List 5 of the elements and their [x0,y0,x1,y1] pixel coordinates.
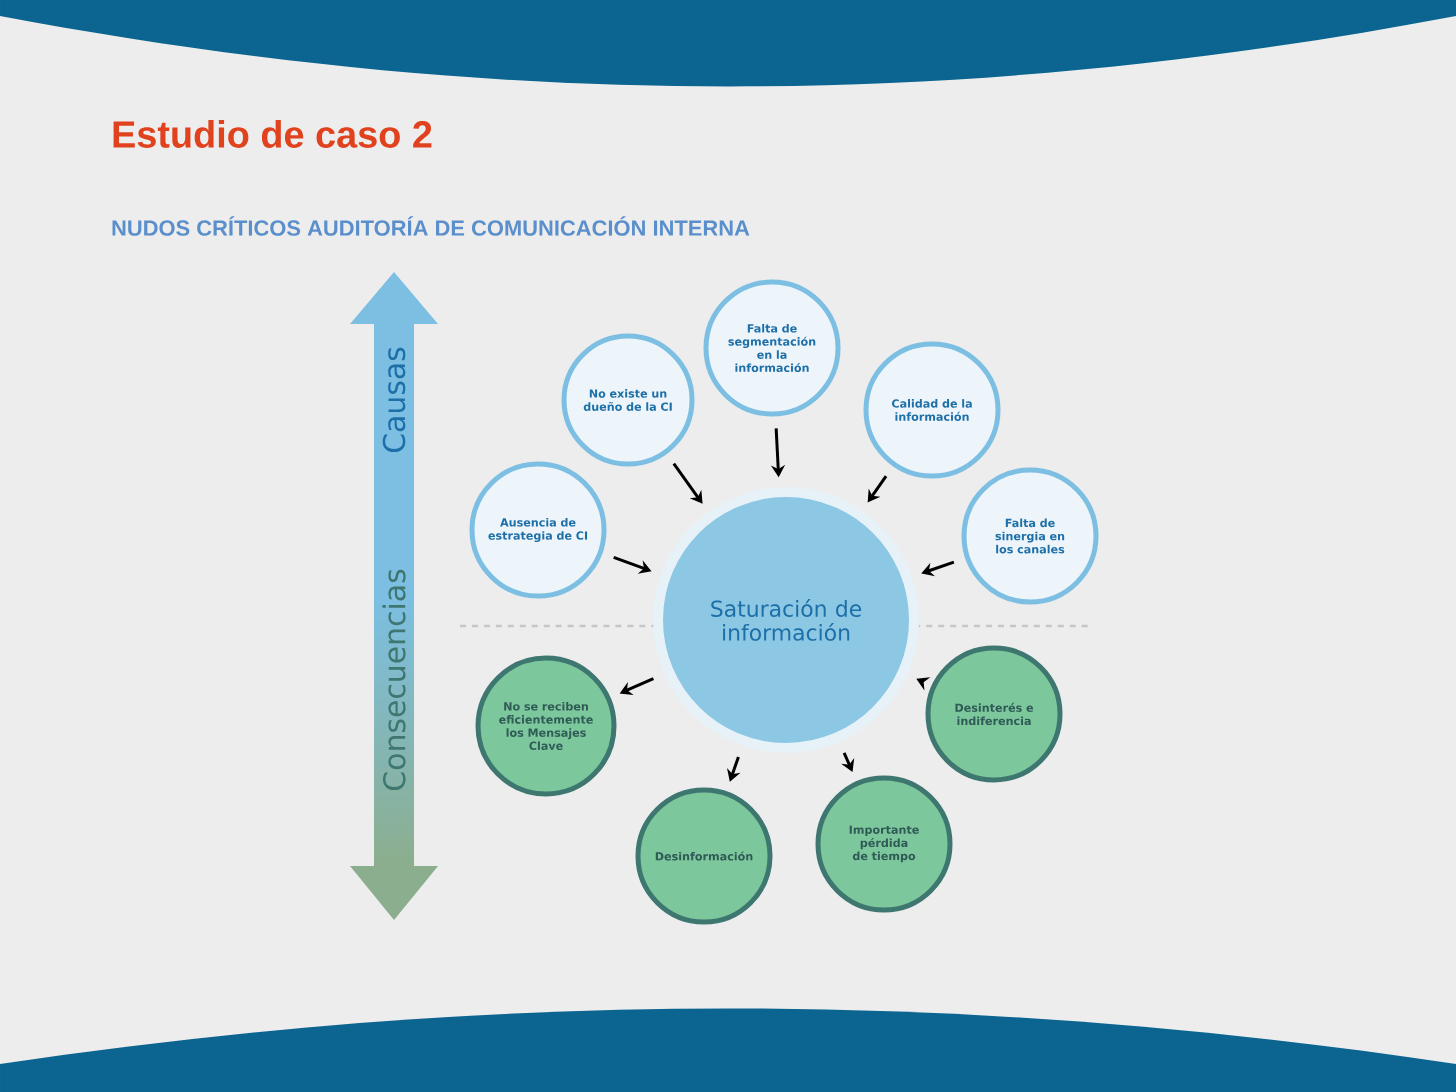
arrow-label: Consecuencias [382,569,406,790]
arrow-label: Causas [382,347,406,453]
arrow [672,462,703,504]
title: Estudio de caso 2 [113,120,432,148]
subtitle: NUDOS CRÍTICOS AUDITORÍA DE COMUNICACIÓN INTERNA [112,216,750,236]
